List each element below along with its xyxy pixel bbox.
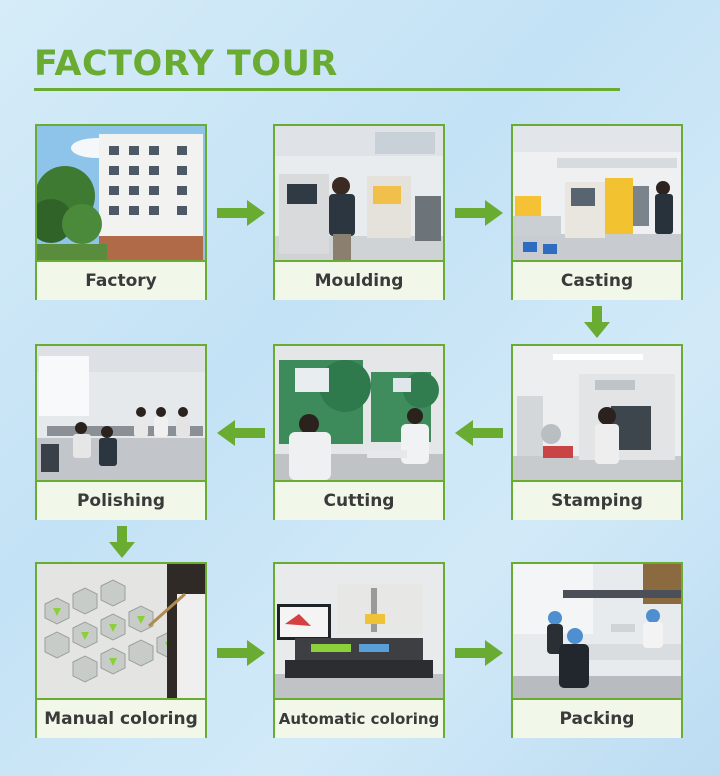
step-label: Casting: [513, 260, 681, 300]
step-card-casting: Casting: [511, 124, 683, 300]
packing-workshop-photo: [513, 564, 681, 698]
arrow-right-icon: [217, 640, 265, 666]
stamping-press-photo: [513, 346, 681, 480]
step-card-cutting: Cutting: [273, 344, 445, 520]
step-label: Polishing: [37, 480, 205, 520]
step-card-automatic-coloring: Automatic coloring: [273, 562, 445, 738]
step-card-stamping: Stamping: [511, 344, 683, 520]
step-label: Packing: [513, 698, 681, 738]
step-card-factory: Factory: [35, 124, 207, 300]
step-card-manual-coloring: Manual coloring: [35, 562, 207, 738]
arrow-left-icon: [455, 420, 503, 446]
step-label: Cutting: [275, 480, 443, 520]
arrow-down-icon: [109, 526, 135, 558]
title-underline: [34, 88, 620, 91]
arrow-right-icon: [455, 200, 503, 226]
step-card-moulding: Moulding: [273, 124, 445, 300]
casting-machine-photo: [513, 126, 681, 260]
arrow-right-icon: [217, 200, 265, 226]
step-label: Manual coloring: [37, 698, 205, 738]
step-card-polishing: Polishing: [35, 344, 207, 520]
page-title: FACTORY TOUR: [34, 44, 338, 84]
automatic-coloring-machine-photo: [275, 564, 443, 698]
factory-building-photo: [37, 126, 205, 260]
step-label: Automatic coloring: [275, 698, 443, 738]
arrow-down-icon: [584, 306, 610, 338]
arrow-right-icon: [455, 640, 503, 666]
moulding-machine-photo: [275, 126, 443, 260]
step-card-packing: Packing: [511, 562, 683, 738]
step-label: Moulding: [275, 260, 443, 300]
cutting-press-photo: [275, 346, 443, 480]
manual-coloring-photo: [37, 564, 205, 698]
step-label: Factory: [37, 260, 205, 300]
arrow-left-icon: [217, 420, 265, 446]
step-label: Stamping: [513, 480, 681, 520]
polishing-workshop-photo: [37, 346, 205, 480]
